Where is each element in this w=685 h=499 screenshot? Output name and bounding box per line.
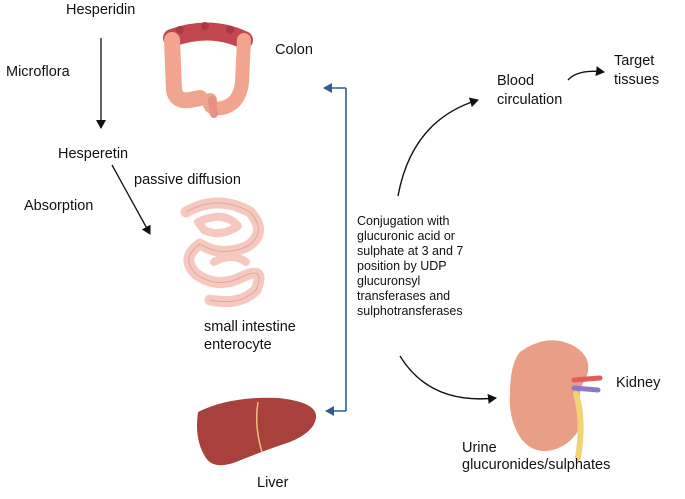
colon-icon	[163, 22, 253, 118]
conjugation-line: Conjugation with	[357, 214, 450, 228]
absorption-label: Absorption	[24, 198, 94, 214]
hesperidin-label: Hesperidin	[66, 2, 136, 18]
enterocyte-label: enterocyte	[204, 337, 272, 353]
circulation-label: circulation	[497, 92, 563, 108]
kidney-icon	[509, 340, 603, 461]
conjugation-line: sulphotransferases	[357, 304, 463, 318]
tissues-label: tissues	[614, 72, 660, 88]
blood-label: Blood	[497, 73, 535, 89]
passive-diffusion-label: passive diffusion	[134, 172, 241, 188]
conjugation-line: glucuronic acid or	[357, 229, 455, 243]
liver-icon	[197, 397, 317, 466]
conjugation-note: Conjugation with glucuronic acid or sulp…	[357, 214, 463, 319]
target-label: Target	[614, 53, 655, 69]
microflora-label: Microflora	[6, 64, 70, 80]
small-intestine-outline	[185, 202, 260, 303]
liver-label: Liver	[257, 475, 289, 491]
kidney-label: Kidney	[616, 375, 661, 391]
conjugation-line: position by UDP	[357, 259, 447, 273]
urine-label: Urine	[462, 440, 497, 456]
urine-products-label: glucuronides/sulphates	[462, 457, 611, 473]
hesperetin-label: Hesperetin	[58, 146, 129, 162]
to-target-arrow	[567, 66, 605, 81]
conjugation-line: sulphate at 3 and 7	[357, 244, 464, 258]
colon-label: Colon	[275, 42, 313, 58]
absorption-arrow	[111, 164, 151, 235]
conjugation-line: transferases and	[357, 289, 451, 303]
to-kidney-arrow	[399, 355, 497, 404]
small-intestine-label: small intestine	[204, 319, 296, 335]
liver-to-colon-bracket	[323, 83, 347, 416]
to-blood-arrow	[397, 97, 479, 197]
small-intestine-icon	[180, 197, 265, 308]
conjugation-line: glucuronsyl	[357, 274, 421, 288]
